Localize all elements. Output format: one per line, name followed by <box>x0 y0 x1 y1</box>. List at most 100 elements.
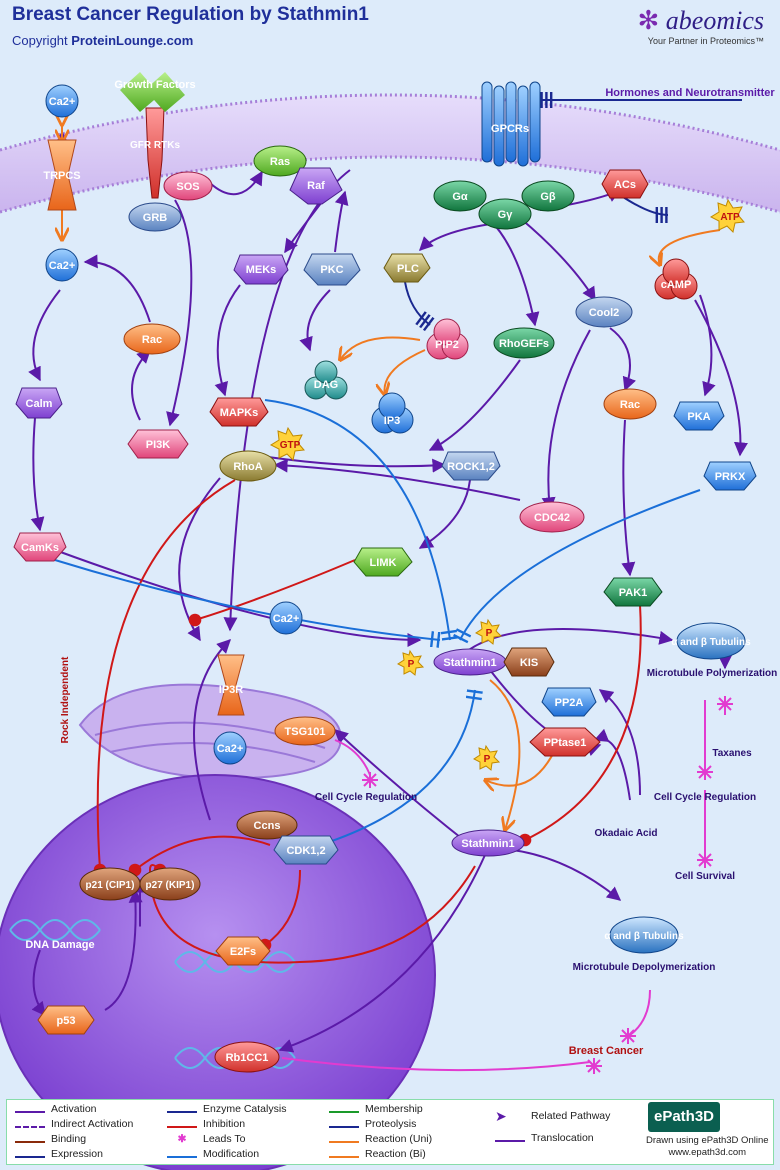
node-acs[interactable]: ACs <box>614 179 636 191</box>
epath3d-note: Drawn using ePath3D Online www.epath3d.c… <box>646 1135 769 1159</box>
node-ccns[interactable]: Ccns <box>254 820 281 832</box>
node-tubulins-top[interactable]: α and β Tubulins <box>671 637 751 648</box>
node-pp2a[interactable]: PP2A <box>555 697 584 709</box>
copyright-site[interactable]: ProteinLounge.com <box>71 33 194 48</box>
logo-name: ✻ abeomics <box>637 6 765 35</box>
logo-text: abeomics <box>665 6 764 35</box>
node-ras[interactable]: Ras <box>270 156 290 168</box>
label-cell-survival: Cell Survival <box>675 871 735 882</box>
label-taxanes: Taxanes <box>712 748 752 759</box>
node-pip2[interactable]: PIP2 <box>435 339 459 351</box>
node-stathmin1-bottom[interactable]: Stathmin1 <box>461 838 514 850</box>
node-tubulins-bottom[interactable]: α and β Tubulins <box>604 931 684 942</box>
legend-expression: Expression <box>15 1148 103 1160</box>
node-g-alpha[interactable]: Gα <box>452 191 468 203</box>
modification-icon <box>167 1151 197 1158</box>
gfr-receptor <box>120 72 185 199</box>
node-tsg101[interactable]: TSG101 <box>285 726 326 738</box>
node-grb[interactable]: GRB <box>143 212 168 224</box>
node-mapks[interactable]: MAPKs <box>220 407 259 419</box>
node-rb1cc1[interactable]: Rb1CC1 <box>226 1052 269 1064</box>
reaction-bi-icon <box>329 1151 359 1158</box>
node-pptase1[interactable]: PPtase1 <box>544 737 587 749</box>
translocation-icon <box>495 1135 525 1142</box>
copyright-line: Copyright ProteinLounge.com <box>12 33 193 48</box>
node-ca-top[interactable]: Ca2+ <box>49 96 76 108</box>
node-cdk12[interactable]: CDK1,2 <box>286 845 325 857</box>
label-mt-poly: Microtubule Polymerization <box>647 668 778 679</box>
node-ip3[interactable]: IP3 <box>384 415 401 427</box>
node-e2fs[interactable]: E2Fs <box>230 946 256 958</box>
abeomics-logo[interactable]: ✻ abeomics Your Partner in Proteomics™ <box>638 6 765 46</box>
node-rhogefs[interactable]: RhoGEFs <box>499 338 549 350</box>
leads-to-icon: ✱ <box>177 1133 187 1146</box>
legend-inhibition: Inhibition <box>167 1118 245 1130</box>
node-ca-mid[interactable]: Ca2+ <box>49 260 76 272</box>
node-rac-left[interactable]: Rac <box>142 334 162 346</box>
node-atp[interactable]: ATP <box>720 212 740 223</box>
node-p-b[interactable]: P <box>408 659 415 670</box>
node-prkx[interactable]: PRKX <box>715 471 746 483</box>
plasma-membrane <box>0 93 780 214</box>
node-sos[interactable]: SOS <box>176 181 199 193</box>
activation-arrow-icon <box>15 1106 45 1113</box>
node-p53[interactable]: p53 <box>57 1015 76 1027</box>
ip3r-channel <box>217 654 245 716</box>
legend-membership: Membership <box>329 1103 423 1115</box>
node-ca-er[interactable]: Ca2+ <box>273 613 300 625</box>
label-rock-independent: Rock Independent <box>60 656 71 743</box>
node-growth-factors[interactable]: Growth Factors <box>114 79 195 91</box>
node-plc[interactable]: PLC <box>397 263 419 275</box>
node-pka[interactable]: PKA <box>687 411 710 423</box>
node-gfr-rtks[interactable]: GFR RTKs <box>130 140 180 151</box>
node-ip3r[interactable]: IP3R <box>219 684 244 696</box>
related-pathway-icon: ➤ <box>495 1108 507 1125</box>
node-kis[interactable]: KIS <box>520 657 538 669</box>
gpcr-receptor <box>481 81 541 167</box>
page-title: Breast Cancer Regulation by Stathmin1 <box>12 4 369 25</box>
node-meks[interactable]: MEKs <box>246 264 277 276</box>
reaction-edges <box>62 125 721 830</box>
node-rac-right[interactable]: Rac <box>620 399 640 411</box>
legend-enzyme: Enzyme Catalysis <box>167 1103 286 1115</box>
legend-binding: Binding <box>15 1133 86 1145</box>
node-camks[interactable]: CamKs <box>21 542 59 554</box>
node-pkc[interactable]: PKC <box>320 264 343 276</box>
node-pi3k[interactable]: PI3K <box>146 439 171 451</box>
legend-activation: Activation <box>15 1103 97 1115</box>
logo-tagline: Your Partner in Proteomics™ <box>647 36 764 46</box>
legend-proteolysis: Proteolysis <box>329 1118 416 1130</box>
node-p-c[interactable]: P <box>484 754 491 765</box>
node-g-beta[interactable]: Gβ <box>540 191 556 203</box>
reaction-uni-icon <box>329 1136 359 1143</box>
node-raf[interactable]: Raf <box>307 180 325 192</box>
binding-line-icon <box>15 1136 45 1143</box>
node-dag[interactable]: DAG <box>314 379 338 391</box>
node-cool2[interactable]: Cool2 <box>589 307 620 319</box>
node-ca-inner[interactable]: Ca2+ <box>217 743 244 755</box>
node-limk[interactable]: LIMK <box>370 557 397 569</box>
node-p21[interactable]: p21 (CIP1) <box>86 880 135 891</box>
node-rhoa[interactable]: RhoA <box>233 461 262 473</box>
label-okadaic: Okadaic Acid <box>595 828 658 839</box>
node-rock[interactable]: ROCK1,2 <box>447 461 495 473</box>
node-gtp[interactable]: GTP <box>280 440 301 451</box>
node-g-gamma[interactable]: Gγ <box>498 209 514 221</box>
node-camp[interactable]: cAMP <box>661 279 692 291</box>
node-p27[interactable]: p27 (KIP1) <box>146 880 195 891</box>
epath3d-note-line1: Drawn using ePath3D Online <box>646 1135 769 1146</box>
node-trpcs[interactable]: TRPCS <box>43 170 80 182</box>
node-pak1[interactable]: PAK1 <box>619 587 648 599</box>
epath3d-logo[interactable]: ePath3D <box>648 1102 720 1132</box>
expression-arrow-icon <box>15 1151 45 1158</box>
node-calm[interactable]: Calm <box>26 398 53 410</box>
enzyme-catalysis-icon <box>167 1106 197 1113</box>
leads-to-edges <box>281 700 726 1072</box>
node-gpcrs[interactable]: GPCRs <box>491 123 529 135</box>
epath3d-note-line2[interactable]: www.epath3d.com <box>668 1147 747 1158</box>
node-stathmin1-top[interactable]: Stathmin1 <box>443 657 496 669</box>
node-p-a[interactable]: P <box>486 628 493 639</box>
node-cdc42[interactable]: CDC42 <box>534 512 570 524</box>
legend-related-pathway: ➤Related Pathway <box>495 1108 611 1125</box>
